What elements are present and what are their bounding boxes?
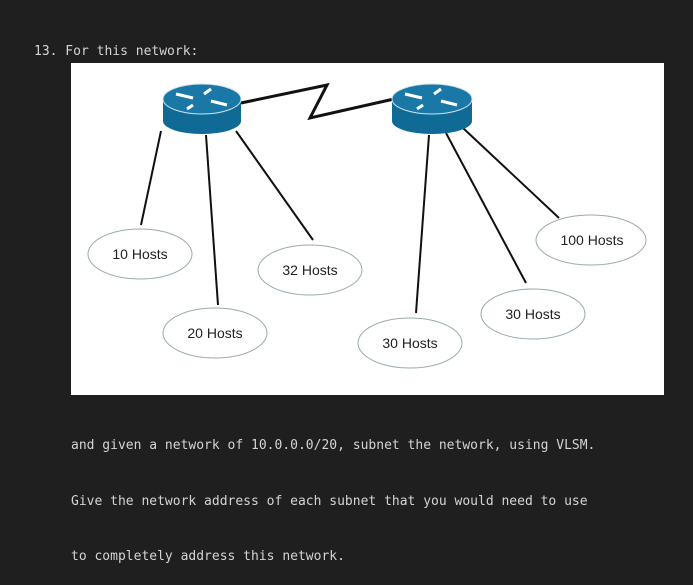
cloud-label: 30 Hosts: [505, 306, 560, 322]
cloud-label: 32 Hosts: [282, 262, 337, 278]
link-r2-100hosts: [462, 127, 560, 219]
network-diagram: 10 Hosts 20 Hosts 32 Hosts 30 Hosts 30 H…: [71, 63, 664, 395]
cloud-label: 20 Hosts: [187, 325, 242, 341]
question-line: and given a network of 10.0.0.0/20, subn…: [71, 438, 596, 453]
question-line: Give the network address of each subnet …: [71, 493, 588, 509]
link-r2-30hosts-a: [415, 134, 430, 314]
cloud-32-hosts: [257, 244, 363, 296]
link-r1-20hosts: [205, 134, 219, 306]
cloud-label: 100 Hosts: [560, 232, 623, 248]
question-heading: 13. For this network:: [34, 44, 199, 59]
cloud-30-hosts-b: [480, 288, 586, 340]
cloud-label: 10 Hosts: [112, 246, 167, 262]
link-r1-32hosts: [235, 130, 314, 241]
cloud-10-hosts: [87, 228, 193, 280]
question-body: and given a network of 10.0.0.0/20, subn…: [71, 400, 681, 585]
router-right: [391, 83, 473, 134]
router-left: [162, 83, 242, 134]
serial-link: [240, 82, 395, 121]
cloud-100-hosts: [535, 214, 647, 266]
link-r2-30hosts-b: [445, 132, 527, 284]
cloud-label: 30 Hosts: [382, 335, 437, 351]
cloud-20-hosts: [162, 307, 268, 359]
link-r1-10hosts: [140, 130, 162, 226]
question-line: to completely address this network.: [71, 549, 345, 564]
cloud-30-hosts-a: [357, 317, 463, 369]
